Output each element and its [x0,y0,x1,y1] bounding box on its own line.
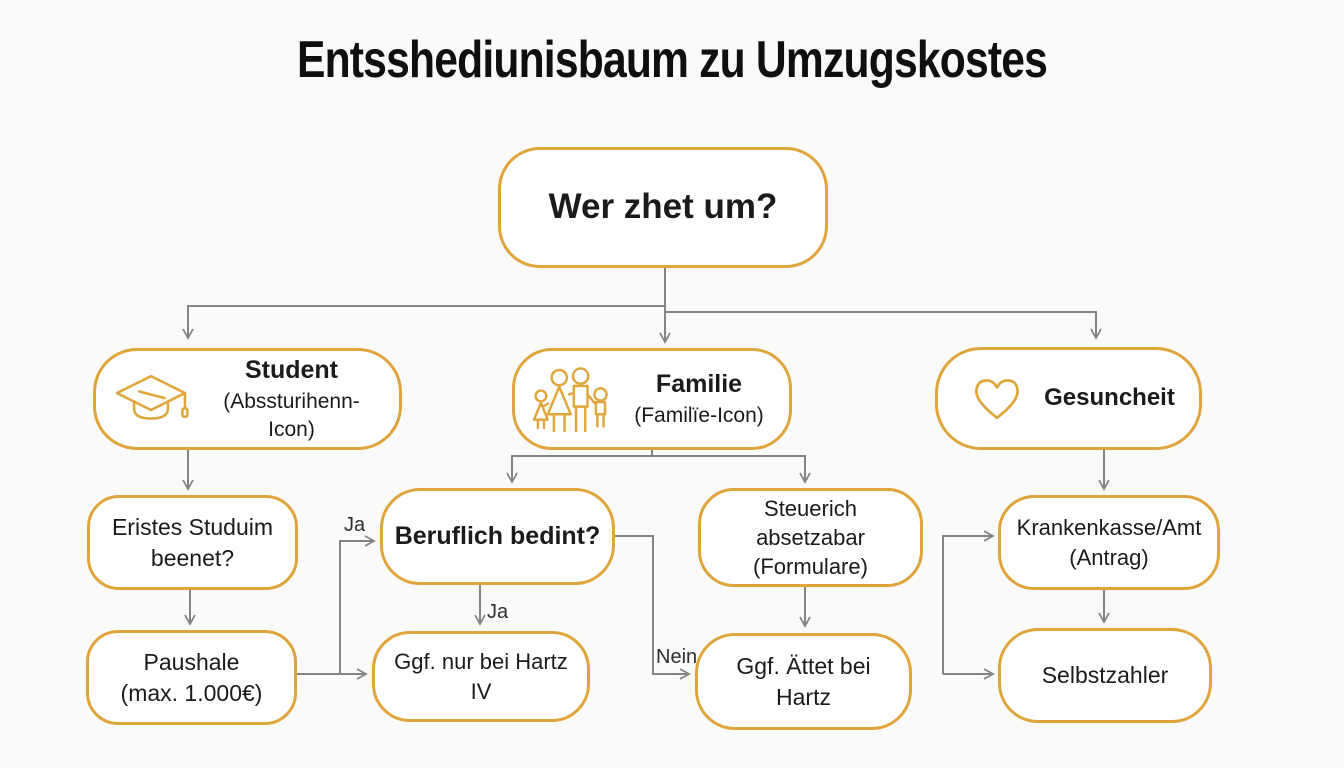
node-familie: Familie (Familïe-Icon) [512,348,792,450]
node-selbstzahler: Selbstzahler [998,628,1212,723]
node-student: Student (Abssturihenn-Icon) [93,348,402,450]
node-steuerlich-absetzbar: Steuerich absetzabar (Formulare) [698,488,923,587]
node-student-text: Student (Abssturihenn-Icon) [200,355,383,443]
edge-label-ja-down: Ja [487,601,509,623]
node-root-question: Wer zhet um? [498,147,828,268]
family-icon [531,361,615,437]
page-title: Entsshediunisbaum zu Umzugskostes [296,31,1048,89]
node-krankenkasse-amt: Krankenkasse/Amt (Antrag) [998,495,1220,590]
node-student-title: Student [244,355,339,384]
connector-edges [182,268,1110,680]
node-gesundheit-text: Gesuncheit [1036,384,1183,413]
heart-icon [968,373,1026,425]
graduation-cap-icon [112,368,190,430]
node-erstes-studium: Eristes Studuim beenet? [87,495,298,590]
node-gesundheit: Gesuncheit [935,347,1202,450]
node-familie-text: Familie (Familïe-Icon) [625,369,773,430]
edge-label-ja-side: Ja [344,514,366,536]
node-familie-title: Familie [655,369,743,398]
node-gesundheit-title: Gesuncheit [1044,384,1175,412]
node-student-subtitle: (Abssturihenn-Icon) [223,389,360,441]
node-hartz-iv: Ggf. nur bei Hartz IV [372,631,590,722]
node-pauschale: Paushale (max. 1.000€) [86,630,297,725]
edge-label-nein: Nein [656,646,698,668]
node-familie-subtitle: (Familïe-Icon) [634,403,764,427]
node-beruflich-bedingt: Beruflich bedint? [380,488,615,585]
node-aettet-bei-hartz: Ggf. Ättet bei Hartz [695,633,912,730]
